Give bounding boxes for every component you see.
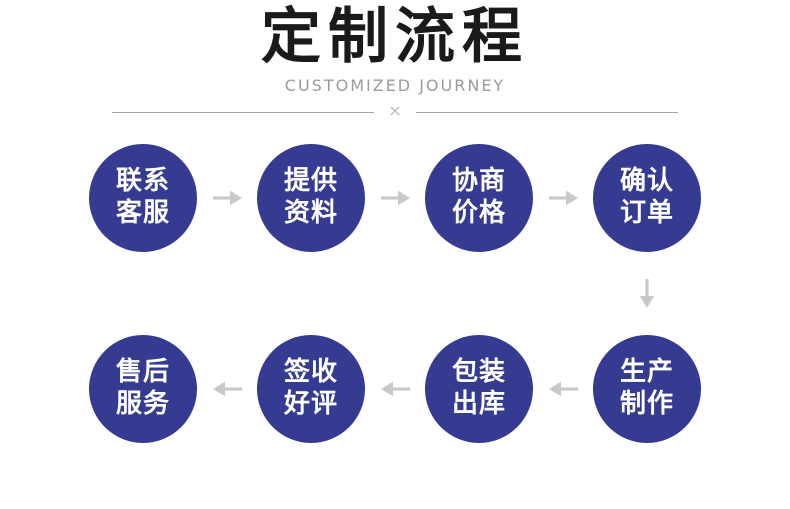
step-label-line: 生产 xyxy=(619,357,674,388)
arrow-left-icon xyxy=(548,381,578,397)
step-label-line: 价格 xyxy=(451,198,506,229)
page-subtitle: CUSTOMIZED JOURNEY xyxy=(284,76,506,95)
arrow-left-icon xyxy=(380,381,410,397)
step-label-line: 订单 xyxy=(619,198,674,229)
page-title: 定制流程 xyxy=(261,2,529,72)
process-flow: 联系 客服 提供 资料 协商 价格 确认 订单 xyxy=(0,144,790,444)
arrow-right-icon xyxy=(380,190,410,206)
step-label-line: 签收 xyxy=(283,357,338,388)
step-circle-provide-materials: 提供 资料 xyxy=(257,144,365,253)
step-label-line: 好评 xyxy=(283,389,338,420)
x-divider-icon: × xyxy=(388,101,402,121)
step-circle-contact-service: 联系 客服 xyxy=(89,144,197,253)
step-label-line: 协商 xyxy=(451,166,506,197)
arrow-cell xyxy=(365,381,425,397)
divider-line-right xyxy=(415,111,678,113)
step-label-line: 制作 xyxy=(619,389,674,420)
step-label-line: 包装 xyxy=(451,357,506,388)
step-label-line: 服务 xyxy=(115,389,170,420)
arrow-right-icon xyxy=(548,190,578,206)
row-spacer xyxy=(0,252,790,335)
step-label-line: 售后 xyxy=(115,357,170,388)
step-label-line: 客服 xyxy=(115,198,170,229)
step-label-line: 联系 xyxy=(115,166,170,197)
step-circle-confirm-order: 确认 订单 xyxy=(593,144,701,253)
divider: × xyxy=(112,101,678,121)
step-circle-sign-and-review: 签收 好评 xyxy=(257,335,365,444)
step-circle-after-sales-service: 售后 服务 xyxy=(89,335,197,444)
arrow-right-icon xyxy=(212,190,242,206)
arrow-cell xyxy=(197,381,257,397)
arrow-down-icon xyxy=(639,279,655,309)
arrow-cell xyxy=(639,279,655,309)
step-label-line: 提供 xyxy=(283,166,338,197)
arrow-cell xyxy=(533,190,593,206)
step-label-line: 资料 xyxy=(283,198,338,229)
arrow-cell xyxy=(197,190,257,206)
arrow-left-icon xyxy=(212,381,242,397)
arrow-cell xyxy=(533,381,593,397)
step-circle-production: 生产 制作 xyxy=(593,335,701,444)
flow-row-bottom: 售后 服务 签收 好评 包装 出库 生产 制作 xyxy=(0,335,790,444)
step-label-line: 确认 xyxy=(619,166,674,197)
step-circle-pack-and-ship: 包装 出库 xyxy=(425,335,533,444)
divider-line-left xyxy=(112,111,375,113)
step-circle-negotiate-price: 协商 价格 xyxy=(425,144,533,253)
arrow-cell xyxy=(365,190,425,206)
header: 定制流程 CUSTOMIZED JOURNEY × xyxy=(0,0,790,120)
flow-row-top: 联系 客服 提供 资料 协商 价格 确认 订单 xyxy=(0,144,790,253)
step-label-line: 出库 xyxy=(451,389,506,420)
